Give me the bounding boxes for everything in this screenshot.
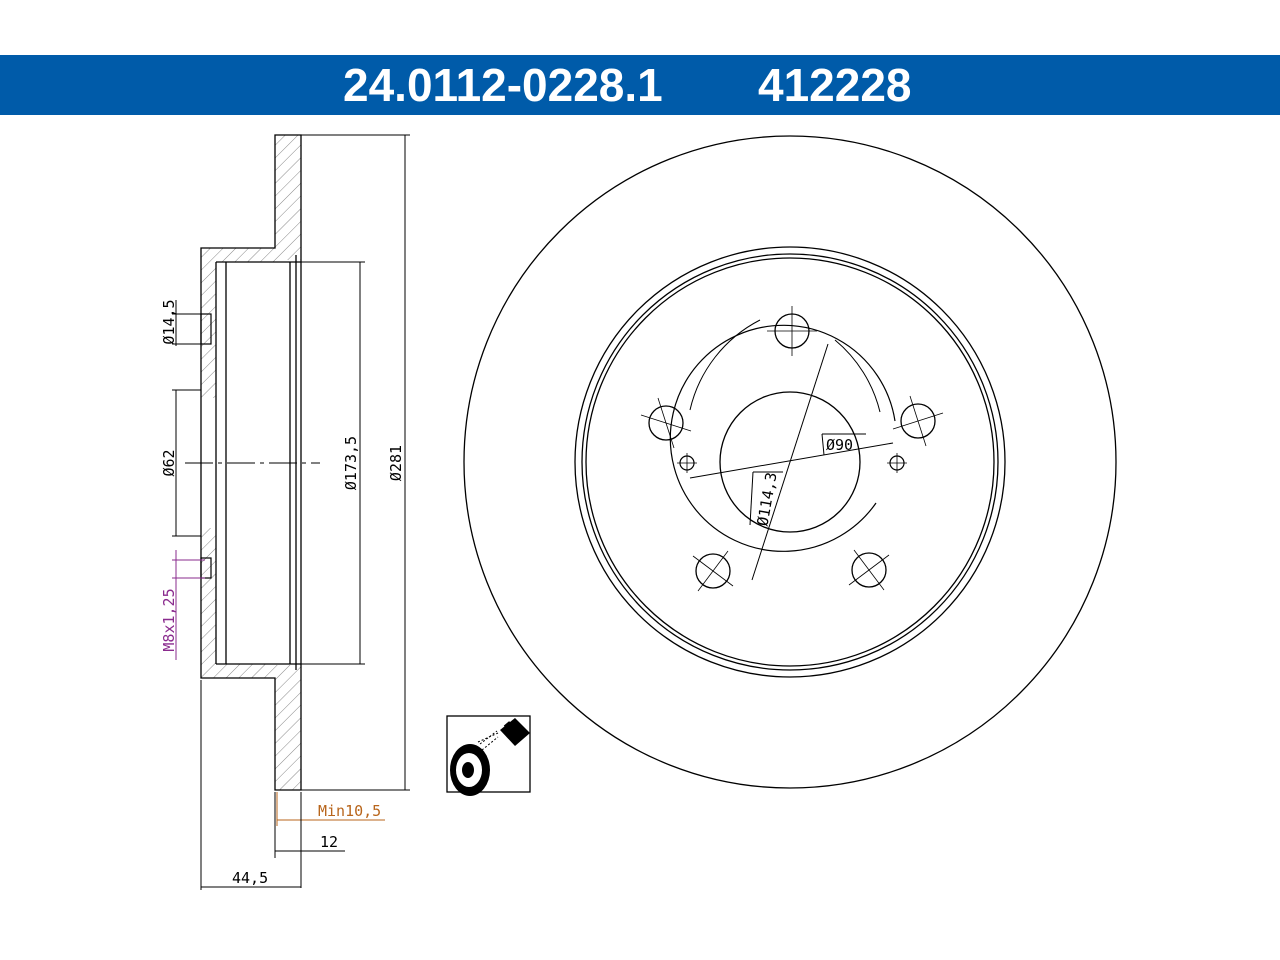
dim-center-bore <box>172 389 201 537</box>
pcd-dimension-line <box>751 343 829 581</box>
spray-coating-icon <box>446 715 531 796</box>
inner-dimension-line <box>689 442 894 479</box>
disc-outer-edge <box>463 135 1117 789</box>
pcd-label-frame <box>749 471 783 526</box>
reference-number: 412228 <box>758 59 912 111</box>
dim-hat-diameter <box>300 261 365 665</box>
thread-hole-section <box>200 557 212 579</box>
part-number: 24.0112-0228.1 <box>343 59 663 111</box>
pcd-arc <box>834 339 881 413</box>
label-thread: M8x1,25 <box>160 588 178 651</box>
header-bar: 24.0112-0228.1 412228 <box>0 55 1280 115</box>
hat-outer-edge <box>581 253 999 671</box>
label-bolt-hole: Ø14,5 <box>160 299 178 344</box>
label-outer-diameter: Ø281 <box>387 445 405 481</box>
dim-thread <box>172 550 205 660</box>
inner-label-frame <box>821 433 866 456</box>
label-center-bore: Ø62 <box>160 449 178 476</box>
threaded-hole <box>677 453 697 473</box>
label-hat-diameter: Ø173,5 <box>342 436 360 490</box>
section-hatch-top <box>275 135 301 260</box>
dim-thickness <box>274 792 345 888</box>
threaded-hole <box>887 453 907 473</box>
label-min-thickness: Min10,5 <box>318 802 381 820</box>
label-thickness: 12 <box>320 833 338 851</box>
bolt-hole <box>640 397 692 449</box>
hat-step <box>585 257 995 667</box>
bolt-hole-section <box>200 313 212 345</box>
center-bore <box>719 391 861 533</box>
label-inner-diameter: Ø90 <box>826 436 853 454</box>
label-height: 44,5 <box>232 869 268 887</box>
bolt-hole <box>848 549 890 591</box>
dim-height <box>200 680 301 890</box>
inner-relief-arc <box>669 324 896 552</box>
bolt-hole <box>892 395 944 447</box>
section-hatch-bottom <box>275 665 301 790</box>
dim-min-thickness <box>276 792 385 826</box>
pcd-arc-left <box>689 319 761 411</box>
dim-bolt-hole <box>172 300 205 346</box>
section-hatch-hat-bottom <box>201 528 275 678</box>
label-pcd: Ø114,3 <box>754 471 781 527</box>
bolt-hole <box>692 550 734 592</box>
friction-ring-inner-edge <box>574 246 1006 678</box>
side-section-view <box>172 134 410 890</box>
section-hatch-hat-top <box>201 248 275 398</box>
bolt-hole <box>767 306 817 356</box>
dim-outer-diameter <box>301 134 410 791</box>
section-outline <box>200 134 302 791</box>
front-view <box>463 135 1117 789</box>
